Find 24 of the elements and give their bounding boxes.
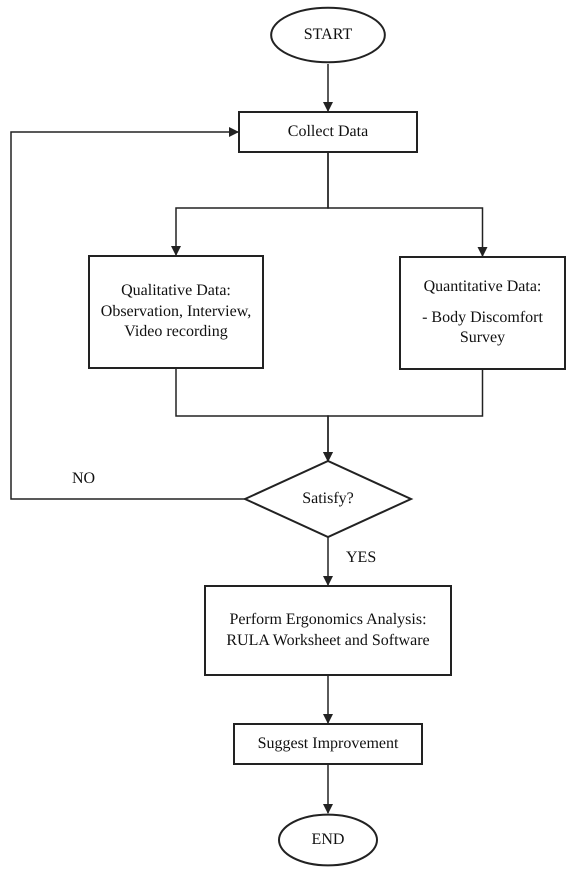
node-title: Satisfy? <box>302 488 354 509</box>
arrow <box>323 537 333 586</box>
node-title: END <box>312 830 344 850</box>
process-box <box>204 585 452 676</box>
node-title: Quantitative Data: <box>424 276 542 297</box>
decision-diamond <box>245 461 411 537</box>
end-terminal <box>278 813 378 867</box>
process-box <box>233 723 423 765</box>
arrow <box>323 676 333 724</box>
process-box <box>399 256 566 370</box>
process-box <box>238 111 418 153</box>
arrow <box>323 370 484 462</box>
node-text: - Body Discomfort Survey <box>421 308 544 348</box>
process-box <box>88 255 264 369</box>
arrow <box>323 765 333 814</box>
arrow <box>10 127 245 500</box>
node-title: Qualitative Data: Observation, Interview, Video recording <box>100 280 252 342</box>
node-title: START <box>304 24 352 45</box>
node-title: Collect Data <box>288 122 368 142</box>
node-title: Suggest Improvement <box>258 734 398 754</box>
start-terminal <box>270 6 386 64</box>
arrow <box>323 64 333 112</box>
node-title: Perform Ergonomics Analysis: RULA Worksheet and Software <box>225 610 431 650</box>
arrow <box>327 153 488 257</box>
